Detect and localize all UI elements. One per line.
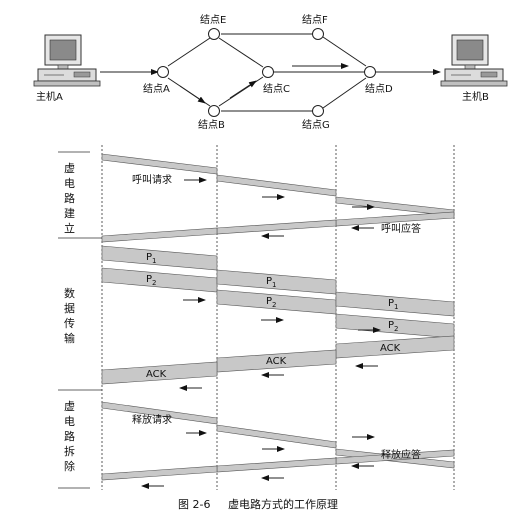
p2-base: P [146, 274, 152, 285]
p1-packet-band [216, 269, 337, 295]
ack-label: ACK [146, 369, 167, 380]
phase-setup-char: 立 [64, 221, 75, 235]
phase-transfer-char: 据 [64, 301, 75, 315]
p2-label: P2 P2 P2 [146, 274, 399, 333]
p1-base: P [388, 298, 394, 309]
host-b-label: 主机B [462, 90, 489, 103]
release-accept-band [216, 457, 337, 473]
phase-label-transfer: 数 据 传 输 [64, 287, 75, 345]
p1-packet-band [101, 245, 218, 271]
network-topology: 主机A 主机B [33, 13, 508, 131]
release-request-band [216, 424, 337, 449]
host-b-computer-icon [440, 34, 508, 87]
link-F-D [322, 36, 367, 67]
call-accept-band [101, 227, 218, 243]
node-d-label: 结点D [365, 82, 393, 95]
node-b-label: 结点B [198, 118, 225, 131]
ack-band [101, 361, 218, 385]
svg-text:P2: P2 [266, 296, 277, 309]
svg-text:P2: P2 [146, 274, 157, 287]
p1-label: P1 P1 P1 [146, 252, 399, 311]
svg-text:P1: P1 [146, 252, 157, 265]
phase-transfer-char: 输 [64, 331, 75, 345]
p2-subscript: 2 [272, 301, 276, 309]
svg-text:P1: P1 [388, 298, 399, 311]
node-c [262, 66, 274, 78]
call-request-band [101, 153, 218, 175]
ack-label: ACK [380, 343, 401, 354]
caption-number: 图 2-6 [178, 498, 210, 511]
timing-diagram: 虚 电 路 建 立 数 据 传 输 虚 电 路 拆 除 呼叫请求 呼叫应答 [58, 145, 455, 490]
link-B-C [218, 76, 264, 107]
node-g-label: 结点G [302, 118, 330, 131]
node-f [312, 28, 324, 40]
phase-setup-char: 建 [64, 206, 75, 220]
p2-packet-band [101, 267, 218, 293]
phase-teardown-char: 虚 [64, 400, 75, 413]
caption-title: 虚电路方式的工作原理 [228, 497, 338, 511]
host-a-label: 主机A [36, 90, 63, 103]
node-d [364, 66, 376, 78]
p1-subscript: 1 [152, 257, 156, 265]
p2-base: P [388, 320, 394, 331]
phase-label-setup: 虚 电 路 建 立 [64, 162, 75, 235]
p2-base: P [266, 296, 272, 307]
path-arrow-A-B [179, 85, 206, 104]
phase-setup-char: 路 [64, 192, 75, 205]
node-e [208, 28, 220, 40]
node-e-label: 结点E [200, 13, 226, 26]
phase-setup-char: 虚 [64, 162, 75, 175]
phase-label-teardown: 虚 电 路 拆 除 [64, 400, 75, 473]
phase-teardown-char: 除 [64, 459, 75, 473]
phase-teardown-char: 拆 [64, 444, 75, 458]
node-f-label: 结点F [302, 13, 328, 26]
call-accept-label: 呼叫应答 [381, 222, 421, 235]
ack-label: ACK [266, 356, 287, 367]
p1-base: P [146, 252, 152, 263]
link-E-C [218, 37, 264, 68]
phase-teardown-char: 路 [64, 430, 75, 443]
link-A-E [167, 37, 211, 67]
p2-subscript: 2 [394, 325, 398, 333]
phase-transfer-char: 数 [64, 287, 75, 300]
node-g [312, 105, 324, 117]
p1-packet-band [335, 291, 455, 317]
link-G-D [322, 77, 367, 109]
node-a [157, 66, 169, 78]
svg-text:P1: P1 [266, 276, 277, 289]
p1-base: P [266, 276, 272, 287]
release-accept-band [101, 465, 218, 481]
p1-subscript: 1 [394, 303, 398, 311]
p2-subscript: 2 [152, 279, 156, 287]
node-c-label: 结点C [263, 82, 290, 95]
call-request-label: 呼叫请求 [132, 173, 172, 186]
path-arrow-B-C [229, 80, 257, 99]
phase-setup-char: 电 [64, 177, 75, 190]
release-request-label: 释放请求 [132, 413, 172, 426]
svg-text:P2: P2 [388, 320, 399, 333]
release-accept-label: 释放应答 [381, 448, 421, 461]
p1-subscript: 1 [272, 281, 276, 289]
figure-caption: 图 2-6 虚电路方式的工作原理 [178, 497, 338, 511]
p2-packet-band [216, 289, 337, 315]
call-accept-band [216, 219, 337, 235]
call-request-band [216, 174, 337, 197]
phase-teardown-char: 电 [64, 415, 75, 428]
release-request-band [101, 401, 218, 425]
node-a-label: 结点A [143, 82, 170, 95]
host-a-computer-icon [33, 34, 101, 87]
node-b [208, 105, 220, 117]
phase-transfer-char: 传 [64, 317, 75, 330]
